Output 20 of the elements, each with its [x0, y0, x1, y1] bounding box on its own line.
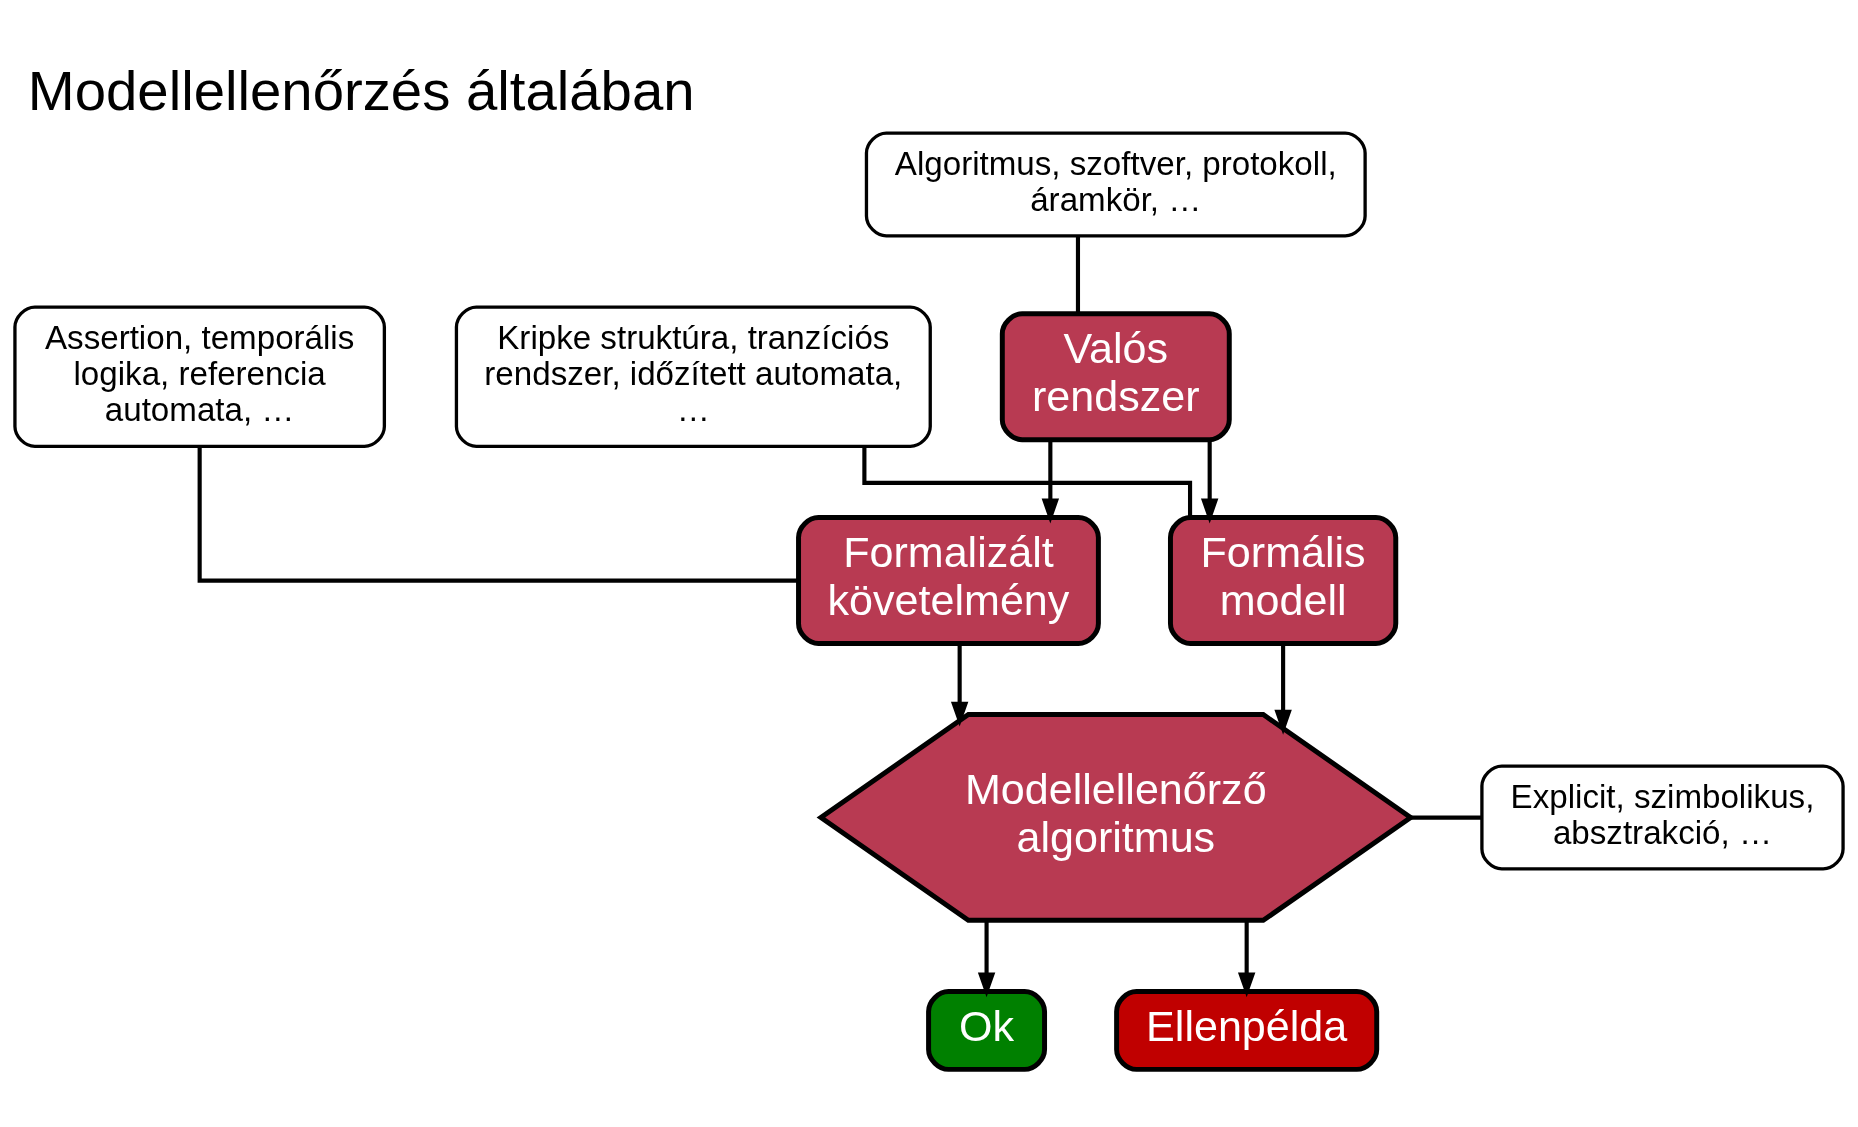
node-box: Kripke struktúra, tranzíciós rendszer, időzített automata, …	[454, 304, 932, 448]
arrow	[1200, 439, 1219, 523]
connector	[862, 445, 1193, 517]
arrow	[1274, 643, 1292, 735]
connector	[197, 445, 799, 583]
node-box: Assertion, temporális logika, referencia automata, …	[13, 304, 387, 448]
diagram-title: Modellellenőrzés általában	[27, 58, 695, 122]
node-box: Algoritmus, szoftver, protokoll, áramkör, …	[864, 131, 1367, 238]
arrow	[1237, 920, 1256, 997]
node-box: Ellenpélda	[1114, 988, 1380, 1072]
arrow	[1041, 439, 1060, 523]
node-box: Ok	[926, 988, 1048, 1072]
node-box: Formális modell	[1167, 514, 1399, 646]
connector	[1411, 815, 1482, 820]
node-box: Explicit, szimbolikus, absztrakció, …	[1480, 763, 1845, 870]
arrow	[950, 643, 969, 727]
node-box: Valós rendszer	[999, 310, 1232, 442]
connector	[1075, 235, 1081, 313]
node-box: Formalizált követelmény	[796, 514, 1101, 646]
arrow	[977, 920, 996, 997]
